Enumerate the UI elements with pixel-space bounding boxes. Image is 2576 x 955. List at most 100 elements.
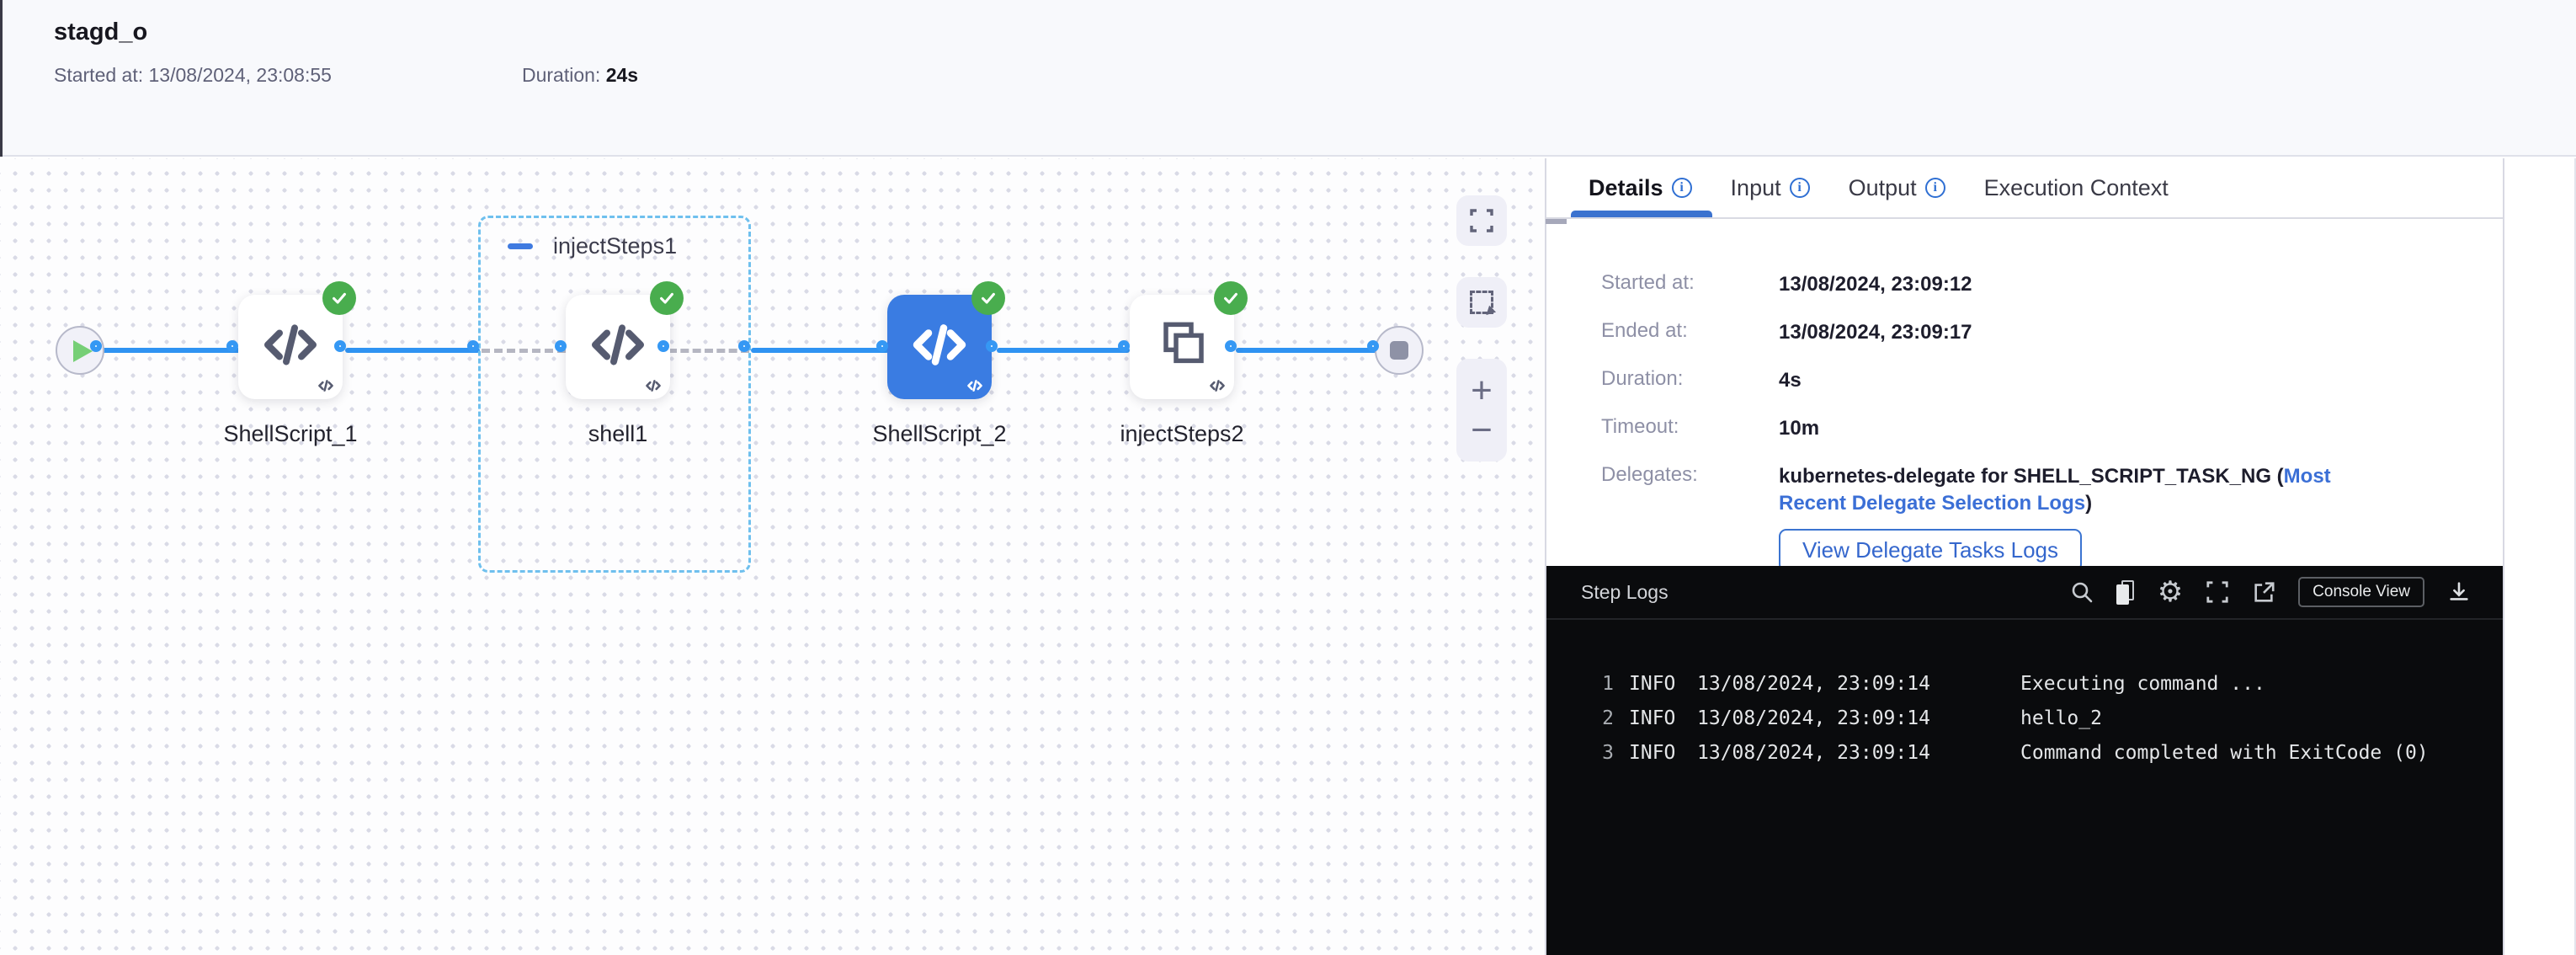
log-line-number: 2 xyxy=(1602,707,1614,729)
tab-label: Output xyxy=(1848,174,1917,200)
connector-inject2-to-end xyxy=(1236,348,1379,353)
step-group-injectsteps1[interactable]: injectSteps1 xyxy=(478,216,751,573)
tab-details[interactable]: Details i xyxy=(1589,175,1692,201)
stop-icon xyxy=(1390,341,1408,360)
tab-input[interactable]: Input i xyxy=(1731,175,1810,201)
script-type-icon xyxy=(966,378,984,393)
detail-row-timeout: Timeout: 10m xyxy=(1601,415,2503,442)
tab-output[interactable]: Output i xyxy=(1849,175,1945,201)
port xyxy=(1118,340,1130,352)
log-message: hello_2 xyxy=(2020,707,2102,729)
step-node-shell1[interactable] xyxy=(566,281,684,399)
step-label: injectSteps2 xyxy=(1120,421,1244,446)
step-node-shellscript-2[interactable] xyxy=(887,281,1005,399)
detail-label: Timeout: xyxy=(1601,415,1679,438)
detail-value: 13/08/2024, 23:09:12 xyxy=(1779,273,1972,296)
step-label: ShellScript_2 xyxy=(872,421,1007,446)
log-level: INFO xyxy=(1629,673,1676,695)
detail-row-ended: Ended at: 13/08/2024, 23:09:17 xyxy=(1601,319,2503,346)
port xyxy=(334,340,346,352)
log-level: INFO xyxy=(1629,742,1676,764)
log-line-number: 3 xyxy=(1602,742,1614,764)
check-circle-icon xyxy=(971,281,1005,315)
log-timestamp: 13/08/2024, 23:09:14 xyxy=(1697,707,1930,729)
duration-label: Duration: xyxy=(522,64,601,86)
step-details-panel: Details i Input i Output i Execution Con… xyxy=(1546,158,2503,955)
fit-view-button[interactable] xyxy=(1456,195,1507,246)
delegates-value: kubernetes-delegate for SHELL_SCRIPT_TAS… xyxy=(1779,463,2376,517)
zoom-button-group[interactable]: + − xyxy=(1456,359,1507,461)
detail-row-delegates: Delegates: kubernetes-delegate for SHELL… xyxy=(1601,463,2503,572)
tab-execution-context[interactable]: Execution Context xyxy=(1984,175,2169,201)
view-delegate-tasks-logs-button[interactable]: View Delegate Tasks Logs xyxy=(1779,529,2083,572)
check-circle-icon xyxy=(650,281,684,315)
stage-title: stagd_o xyxy=(54,19,148,45)
step-logs-toolbar: ⚙ Console View xyxy=(2070,577,2471,607)
connector-shell1-to-groupend-dashed xyxy=(668,349,749,353)
detail-value: 4s xyxy=(1779,369,1802,392)
details-content: Started at: 13/08/2024, 23:09:12 Ended a… xyxy=(1546,219,2503,593)
panel-divider[interactable] xyxy=(1545,158,1546,955)
detail-label: Duration: xyxy=(1601,367,1684,390)
log-line: 3 INFO 13/08/2024, 23:09:14 Command comp… xyxy=(1594,736,2503,771)
info-icon[interactable]: i xyxy=(1671,178,1692,198)
connector-step1-to-group xyxy=(345,348,480,353)
port xyxy=(986,340,998,352)
selection-mode-button[interactable] xyxy=(1456,277,1507,328)
port xyxy=(876,340,888,352)
step-logs-header: Step Logs ⚙ Console View xyxy=(1546,566,2503,620)
pipeline-canvas[interactable]: injectSteps1 xyxy=(0,158,1545,955)
panel-scrollbar-gutter[interactable] xyxy=(2503,158,2576,955)
port xyxy=(555,340,567,352)
delegate-selection-logs-link[interactable]: Most Recent Delegate Selection Logs xyxy=(1779,465,2331,515)
detail-value: 13/08/2024, 23:09:17 xyxy=(1779,321,1972,344)
zoom-in-icon[interactable]: + xyxy=(1471,369,1493,411)
panel-resize-handle[interactable] xyxy=(1546,219,1567,224)
stage-duration: Duration: 24s xyxy=(522,64,638,87)
active-tab-indicator xyxy=(1571,211,1712,217)
search-icon[interactable] xyxy=(2070,580,2094,604)
code-icon xyxy=(259,317,322,371)
log-line: 1 INFO 13/08/2024, 23:09:14 Executing co… xyxy=(1594,667,2503,702)
script-type-icon xyxy=(317,378,335,393)
step-label: ShellScript_1 xyxy=(223,421,358,446)
info-icon[interactable]: i xyxy=(1789,178,1810,198)
port xyxy=(1367,340,1379,352)
step-node-injectsteps2[interactable] xyxy=(1130,281,1248,399)
port xyxy=(657,340,669,352)
code-icon xyxy=(908,317,971,371)
step-logs-panel: Step Logs ⚙ Console View xyxy=(1546,566,2503,955)
copy-steps-icon xyxy=(1154,317,1210,372)
info-icon[interactable]: i xyxy=(1924,178,1945,198)
end-node[interactable] xyxy=(1375,326,1424,375)
started-label: Started at: xyxy=(54,64,144,86)
stage-started-at: Started at: 13/08/2024, 23:08:55 xyxy=(54,64,332,87)
fit-view-icon xyxy=(1470,209,1493,232)
check-circle-icon xyxy=(322,281,356,315)
tab-label: Execution Context xyxy=(1983,174,2169,200)
download-icon[interactable] xyxy=(2447,580,2471,604)
log-level: INFO xyxy=(1629,707,1676,729)
port xyxy=(90,340,102,352)
port xyxy=(226,340,238,352)
script-type-icon xyxy=(1208,378,1227,393)
copy-icon[interactable] xyxy=(2116,580,2135,605)
duration-value: 24s xyxy=(605,64,639,86)
step-logs-body[interactable]: 1 INFO 13/08/2024, 23:09:14 Executing co… xyxy=(1546,620,2503,771)
settings-gear-icon[interactable]: ⚙ xyxy=(2157,575,2184,609)
detail-label: Ended at: xyxy=(1601,319,1688,342)
expand-icon[interactable] xyxy=(2206,580,2229,604)
code-icon xyxy=(587,317,649,371)
external-link-icon[interactable] xyxy=(2252,580,2275,604)
step-node-shellscript-1[interactable] xyxy=(238,281,356,399)
selection-icon xyxy=(1470,291,1493,314)
zoom-out-icon[interactable]: − xyxy=(1471,408,1493,451)
connector-group-to-step2 xyxy=(751,348,889,353)
step-label: shell1 xyxy=(588,421,648,446)
tab-label: Details xyxy=(1589,174,1663,200)
console-view-button[interactable]: Console View xyxy=(2298,577,2424,607)
port xyxy=(738,340,750,352)
step-logs-title: Step Logs xyxy=(1581,580,1669,603)
script-type-icon xyxy=(644,378,663,393)
collapse-group-icon[interactable] xyxy=(508,243,533,249)
